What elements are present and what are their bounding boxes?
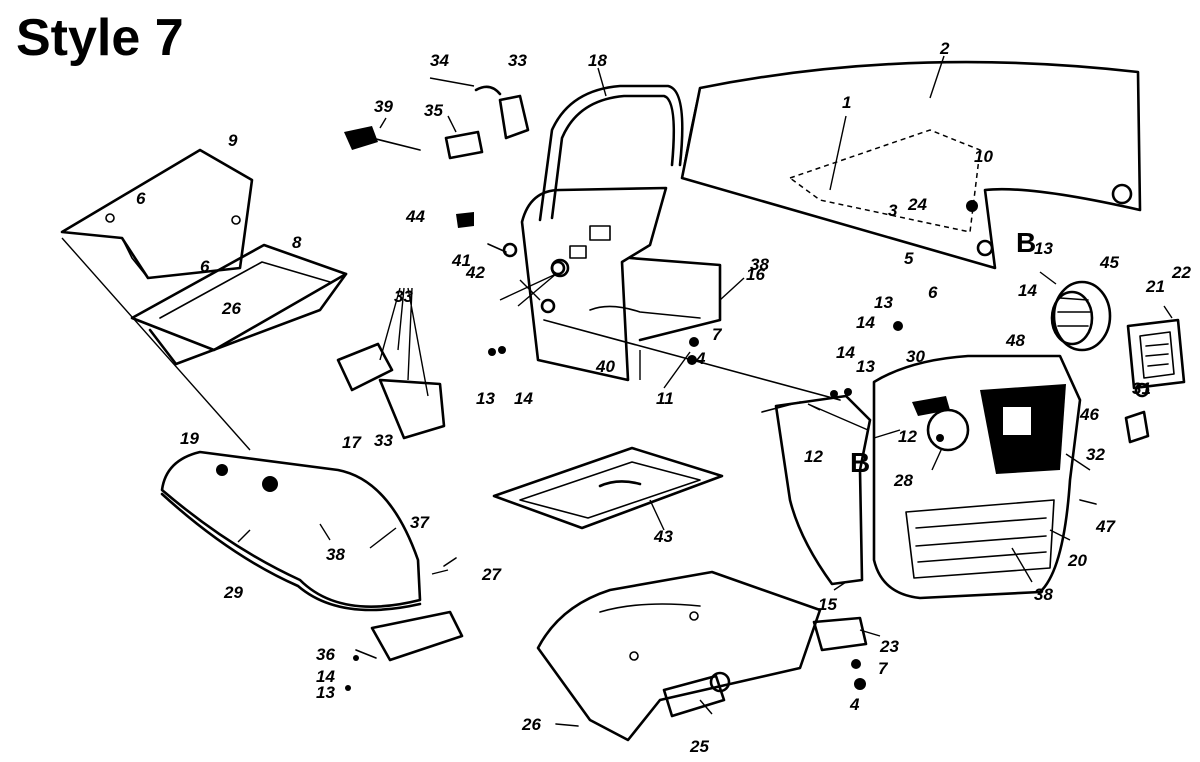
bracket	[355, 610, 464, 662]
seat-pan	[60, 148, 254, 280]
callout-11: 11	[656, 389, 674, 408]
callout-6-tray: 6	[200, 257, 210, 276]
callout-6-seat: 6	[136, 189, 146, 208]
callout-30: 30	[906, 347, 925, 366]
callout-4-upper: 4	[695, 349, 706, 368]
dash-console	[520, 186, 722, 382]
callout-20: 20	[1067, 551, 1087, 570]
callout-43: 43	[653, 527, 673, 546]
callout-35: 35	[424, 101, 443, 120]
callout-47: 47	[1095, 517, 1116, 536]
callout-12-left: 12	[804, 447, 823, 466]
side-panel	[774, 394, 872, 586]
callout-8: 8	[292, 233, 302, 252]
callout-12-right: 12	[898, 427, 917, 446]
callout-38-dash: 38	[750, 255, 769, 274]
callout-7-upper: 7	[712, 325, 723, 344]
callout-33-lower: 33	[374, 431, 393, 450]
callout-13-right: 13	[1034, 239, 1053, 258]
headlight-bezel	[1126, 318, 1186, 390]
windscreen-frame	[538, 84, 684, 222]
callout-6-hood: 6	[928, 283, 938, 302]
callout-23: 23	[879, 637, 899, 656]
callout-41: 41	[451, 251, 471, 270]
callout-17: 17	[342, 433, 362, 452]
fuel-cap	[912, 396, 950, 416]
callout-14-right: 14	[1018, 281, 1037, 300]
callout-14-lower: 14	[316, 667, 335, 686]
callout-24: 24	[907, 195, 927, 214]
callout-38-grille: 38	[1034, 585, 1053, 604]
callout-32: 32	[1086, 445, 1105, 464]
callout-13-left: 13	[476, 389, 495, 408]
callout-19: 19	[180, 429, 199, 448]
callout-21: 21	[1145, 277, 1165, 296]
callout-27: 27	[481, 565, 502, 584]
callout-13-upper: 13	[874, 293, 893, 312]
callout-44: 44	[405, 207, 425, 226]
callout-7-lower: 7	[878, 659, 889, 678]
callout-18: 18	[588, 51, 607, 70]
hood	[680, 60, 1142, 270]
callout-25: 25	[689, 737, 709, 756]
bulb-and-socket	[1124, 382, 1150, 444]
callout-14-mid: 14	[836, 343, 855, 362]
callout-10: 10	[974, 147, 993, 166]
headlight	[1050, 280, 1112, 352]
section-markers: B B	[850, 227, 1036, 478]
callout-33-group: 33	[394, 287, 413, 306]
callout-9: 9	[228, 131, 238, 150]
small-parts	[336, 85, 1097, 727]
callout-48: 48	[1005, 331, 1025, 350]
callout-1: 1	[842, 93, 851, 112]
callout-40: 40	[595, 357, 615, 376]
callout-14-left: 14	[514, 389, 533, 408]
callout-37: 37	[410, 513, 430, 532]
callout-39: 39	[374, 97, 393, 116]
callout-labels: 1 2 3 4 4 5 6 6 6 7 7 8 9 10 11 12 12 13…	[136, 39, 1191, 756]
mounting-bracket	[812, 616, 868, 652]
frame	[536, 570, 822, 742]
callout-14-upper: 14	[856, 313, 875, 332]
callout-38-fender: 38	[326, 545, 345, 564]
callout-16: 16	[746, 265, 765, 284]
callout-46: 46	[1079, 405, 1099, 424]
fender	[160, 450, 422, 612]
callout-4-lower: 4	[849, 695, 860, 714]
callout-34: 34	[430, 51, 449, 70]
section-marker-b-panel: B	[850, 447, 870, 478]
callout-26-frame: 26	[521, 715, 541, 734]
callout-22: 22	[1171, 263, 1191, 282]
tray	[130, 243, 348, 366]
callout-13-lower: 13	[316, 683, 335, 702]
callout-31: 31	[1132, 379, 1151, 398]
callout-3: 3	[888, 201, 898, 220]
callout-33-top: 33	[508, 51, 527, 70]
callout-15: 15	[818, 595, 837, 614]
floor-plate	[492, 446, 724, 530]
callout-45: 45	[1099, 253, 1119, 272]
callout-26-tray: 26	[221, 299, 241, 318]
callout-42: 42	[465, 263, 485, 282]
diagram-title: Style 7	[16, 9, 184, 67]
leader-lines	[61, 55, 1173, 715]
section-marker-b-hood: B	[1016, 227, 1036, 258]
callout-29: 29	[223, 583, 243, 602]
callout-28: 28	[893, 471, 913, 490]
callout-5: 5	[904, 249, 914, 268]
callout-2: 2	[939, 39, 950, 58]
callout-36: 36	[316, 645, 335, 664]
callout-13-mid: 13	[856, 357, 875, 376]
